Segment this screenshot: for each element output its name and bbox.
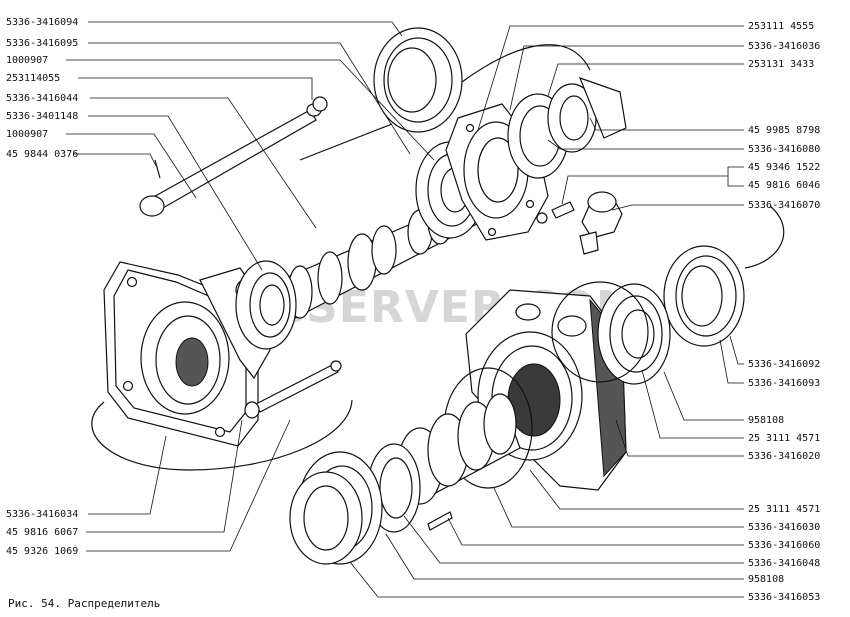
- right-labels: 253111 4555 5336-3416036 253131 3433 45 …: [748, 21, 820, 603]
- part-label: 5336-3416080: [748, 144, 820, 155]
- seal-rings-upper: [373, 27, 463, 133]
- part-label: 5336-3416053: [748, 592, 820, 603]
- part-label: 958108: [748, 415, 784, 426]
- part-label: 25 3111 4571: [748, 433, 820, 444]
- bearing-upper-right: [507, 76, 627, 179]
- part-label: 5336-3416095: [6, 38, 78, 49]
- figure-caption: Рис. 54. Распределитель: [8, 597, 160, 610]
- assembly-line: [299, 123, 393, 161]
- breather-cap: [579, 191, 623, 255]
- nut-rings-lower: [289, 451, 383, 565]
- part-label: 1000907: [6, 129, 48, 140]
- part-label: 5336-3416070: [748, 200, 820, 211]
- left-leader-lines: [66, 21, 435, 552]
- part-label: 5336-3416094: [6, 17, 78, 28]
- assembly-arrow-left: [91, 399, 353, 471]
- part-label: 253111 4555: [748, 21, 814, 32]
- bearing-left: [235, 260, 297, 350]
- part-label: 5336-3416092: [748, 359, 820, 370]
- long-bolt-lower: [244, 360, 342, 419]
- part-label: 5336-3416020: [748, 451, 820, 462]
- long-bolt-upper: [139, 96, 328, 217]
- parts-linework: [91, 27, 785, 565]
- seal-rings-right: [663, 245, 745, 347]
- part-label: 5336-3416030: [748, 522, 820, 533]
- o-ring-right: [551, 281, 649, 383]
- assembly-arrow-right: [744, 205, 785, 269]
- part-label: 45 9326 1069: [6, 546, 78, 557]
- part-label: 958108: [748, 574, 784, 585]
- lower-shaft: [385, 393, 521, 513]
- part-label: 5336-3416060: [748, 540, 820, 551]
- part-label: 45 9816 6046: [748, 180, 820, 191]
- bearing-right: [597, 283, 671, 385]
- part-label: 5336-3416034: [6, 509, 78, 520]
- part-label: 5336-3416093: [748, 378, 820, 389]
- part-label: 5336-3416044: [6, 93, 78, 104]
- part-label: 45 9816 6067: [6, 527, 78, 538]
- small-bolt: [536, 201, 575, 224]
- left-labels: 5336-3416094 5336-3416095 1000907 253114…: [6, 17, 78, 557]
- right-leader-lines: [349, 25, 744, 598]
- housing-flange: [103, 261, 271, 447]
- assembly-arrow-top: [461, 44, 591, 83]
- part-label: 253114055: [6, 73, 60, 84]
- small-pin: [427, 511, 453, 531]
- part-label: 5336-3416048: [748, 558, 820, 569]
- part-label: 1000907: [6, 55, 48, 66]
- part-label: 253131 3433: [748, 59, 814, 70]
- part-label: 45 9346 1522: [748, 162, 820, 173]
- part-label: 45 9985 8798: [748, 125, 820, 136]
- pin: [154, 159, 161, 179]
- part-label: 25 3111 4571: [748, 504, 820, 515]
- part-label: 5336-3416036: [748, 41, 820, 52]
- part-label: 45 9844 0376: [6, 149, 78, 160]
- part-label: 5336-3401148: [6, 111, 78, 122]
